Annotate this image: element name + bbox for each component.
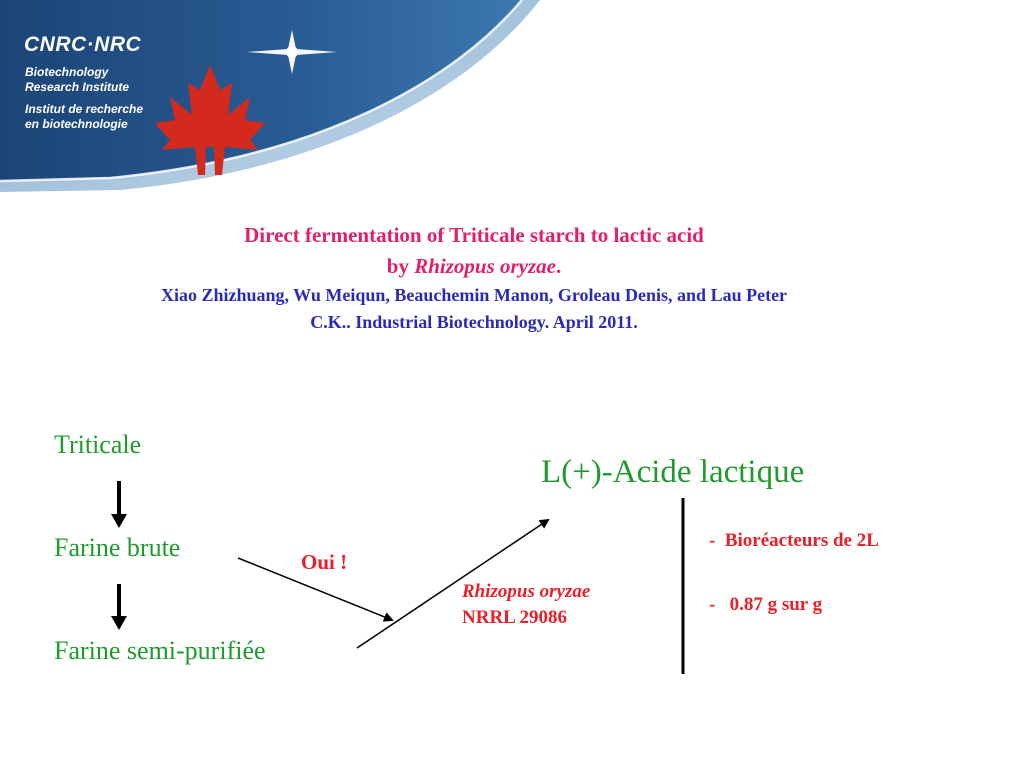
organism-name: Rhizopus oryzae bbox=[462, 579, 590, 605]
organism-label: Rhizopus oryzae NRRL 29086 bbox=[462, 579, 590, 631]
arrow-down-icon bbox=[111, 584, 127, 630]
product-label: L(+)-Acide lactique bbox=[541, 454, 804, 491]
step-triticale: Triticale bbox=[54, 430, 141, 460]
step-farine-brute: Farine brute bbox=[54, 533, 180, 563]
arrow-down-icon bbox=[111, 481, 127, 528]
note-yield: - 0.87 g sur g bbox=[709, 594, 822, 616]
answer-label: Oui ! bbox=[301, 550, 347, 575]
step-farine-semi-purifiee: Farine semi-purifiée bbox=[54, 636, 266, 666]
organism-strain: NRRL 29086 bbox=[462, 605, 590, 631]
note-bioreactor: - Bioréacteurs de 2L bbox=[709, 530, 879, 552]
